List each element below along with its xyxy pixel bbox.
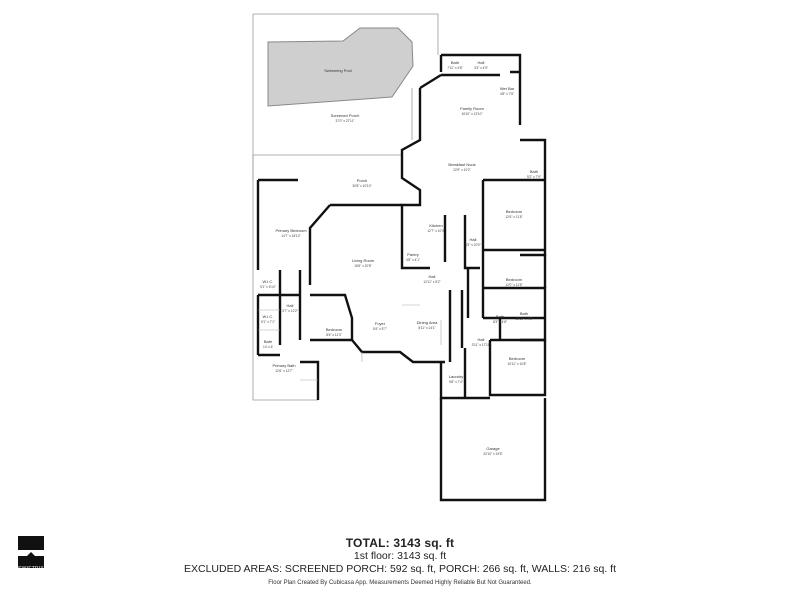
- logo-block-bottom: [18, 556, 44, 568]
- room-label: Swimming Pool: [324, 68, 352, 73]
- room-dims: 5'1" x 5'10": [260, 285, 276, 289]
- walls: [256, 53, 547, 502]
- room-dims: 4'8" x 4'1": [406, 258, 420, 262]
- room-dims: 20'10" x 19'8": [483, 452, 502, 456]
- room-label: Laundry: [449, 374, 463, 379]
- room-label: Hall: [478, 337, 485, 342]
- room-dims: 15'6" x 20'8": [354, 264, 371, 268]
- room-label: Bedroom: [506, 277, 523, 282]
- room-dims: 8'4" x 5'7": [373, 327, 387, 331]
- room-label: Pantry: [407, 252, 419, 257]
- room-dims: 5'2" x 7'9": [527, 175, 541, 179]
- room-dims: 22'9" x 10'2": [453, 168, 470, 172]
- room-dims: 12'11" x 5'2": [423, 280, 440, 284]
- room-label: Hall: [429, 274, 436, 279]
- room-dims: 12'6" x 11'8": [505, 215, 522, 219]
- house-icon: [27, 552, 35, 556]
- total-area: TOTAL: 3143 sq. ft: [345, 536, 455, 550]
- room-dims: 16'10" x 13'10": [461, 112, 482, 116]
- logo-block-top: [18, 536, 44, 550]
- room-label: Kitchen: [429, 223, 442, 228]
- floor-plan: Swimming Pool Screened Porch 37'0" x 27'…: [252, 13, 547, 502]
- room-label: Hall: [287, 303, 294, 308]
- room-label: Primary Bedroom: [275, 228, 307, 233]
- room-label: Bath: [530, 169, 538, 174]
- swimming-pool-shape: [267, 27, 414, 107]
- room-dims: 37'0" x 27'11": [335, 119, 354, 123]
- room-dims: 5'1" x 7'1": [261, 320, 275, 324]
- room-label: Porch: [357, 178, 367, 183]
- room-label: W.I.C.: [263, 314, 274, 319]
- room-label: Bath: [520, 311, 528, 316]
- room-dims: 30'8" x 10'10": [352, 184, 371, 188]
- room-label: Family Room: [460, 106, 484, 111]
- room-label: Bath: [264, 339, 272, 344]
- room-label: Garage: [486, 446, 500, 451]
- room-dims: 3'5" x 20'0": [465, 243, 481, 247]
- disclaimer: Floor Plan Created By Cubicasa App. Meas…: [268, 580, 532, 586]
- room-label: Bedroom: [326, 327, 343, 332]
- room-label: Hall: [478, 60, 485, 65]
- screened-porch-outline: [252, 13, 439, 180]
- room-label: Bedroom: [509, 356, 526, 361]
- room-dims: 10'10" x 4'8": [515, 317, 532, 321]
- room-label: Screened Porch: [331, 113, 360, 118]
- swiftpix-logo: SWIFTPIX: [18, 536, 45, 572]
- room-label: Bath: [496, 314, 504, 319]
- room-dims: 12'6" x 12'7": [275, 369, 292, 373]
- room-label: W.I.C.: [263, 279, 274, 284]
- room-dims: 8'6" x 11'3": [326, 333, 341, 337]
- room-dims: 4'8" x 7'8": [500, 92, 514, 96]
- room-dims: 3'7" x 12'2": [282, 309, 298, 313]
- room-dims: 3'11" x 17'11": [472, 343, 491, 347]
- room-dims: 7'11" x 4'8": [447, 66, 462, 70]
- room-dims: 8'11" x 14'1": [418, 326, 435, 330]
- room-dims: 12'0" x 11'5": [505, 283, 522, 287]
- room-label: Breakfast Nook: [448, 162, 475, 167]
- excluded-areas: EXCLUDED AREAS: SCREENED PORCH: 592 sq. …: [183, 563, 616, 575]
- room-label: Hall: [470, 237, 477, 242]
- first-floor-area: 1st floor: 3143 sq. ft: [353, 550, 447, 562]
- room-label: Bedroom: [506, 209, 523, 214]
- room-label: Wet Bar: [500, 86, 515, 91]
- room-dims: 8'3" x 4'8": [493, 320, 507, 324]
- room-label: Bath: [451, 60, 459, 65]
- porch-outline: [252, 155, 318, 401]
- room-labels: Swimming Pool Screened Porch 37'0" x 27'…: [260, 60, 541, 456]
- room-label: Foyer: [375, 321, 386, 326]
- room-label: Primary Bath: [272, 363, 295, 368]
- room-dims: 14' x 6': [263, 345, 273, 349]
- room-dims: 14'7" x 18'10": [281, 234, 300, 238]
- room-dims: 12'7" x 10'3": [427, 229, 444, 233]
- room-label: Dining Area: [417, 320, 438, 325]
- logo-text: SWIFTPIX: [18, 566, 45, 572]
- interior-details: [258, 304, 442, 381]
- room-dims: 10'11" x 10'8": [507, 362, 526, 366]
- room-dims: 5'8" x 7'4": [449, 380, 463, 384]
- room-label: Living Room: [352, 258, 375, 263]
- room-dims: 3'3" x 4'5": [474, 66, 488, 70]
